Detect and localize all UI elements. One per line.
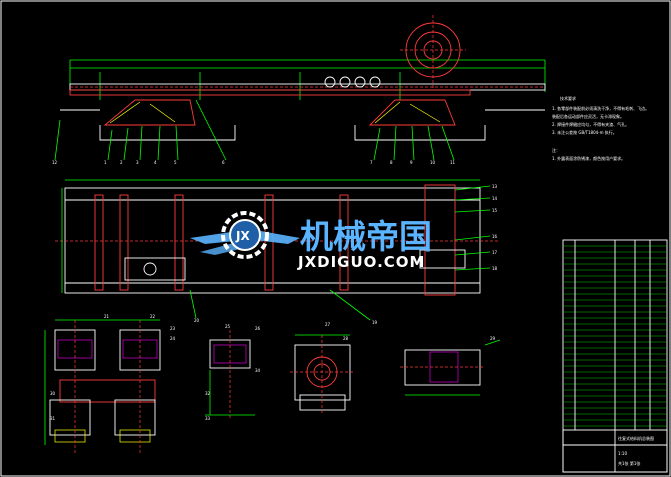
detail-view-c xyxy=(290,334,355,415)
part-callout-number: 34 xyxy=(255,368,261,373)
tech-notes-heading: 技术要求 xyxy=(560,95,576,101)
part-callout-number: 4 xyxy=(154,160,157,165)
part-callout-number: 1 xyxy=(104,160,107,165)
part-callout-number: 32 xyxy=(205,391,211,396)
part-callout-number: 18 xyxy=(492,266,498,271)
part-callout-number: 5 xyxy=(174,160,177,165)
tech-note-line: 2. 焊接件焊缝应均匀，不得有夹渣、气孔。 xyxy=(552,121,629,127)
part-callout-number: 27 xyxy=(325,322,331,327)
note-heading: 注： xyxy=(552,147,560,153)
part-callout-number: 16 xyxy=(492,234,498,239)
part-callout-number: 30 xyxy=(50,391,56,396)
tech-note-line: 3. 未注公差按 GB/T1804-m 执行。 xyxy=(552,129,617,135)
part-callout-number: 22 xyxy=(150,314,156,319)
part-callout-number: 14 xyxy=(492,196,498,201)
part-callout-number: 19 xyxy=(372,320,378,325)
tech-note-line: 装配后各运动部件应灵活，无卡滞现象。 xyxy=(552,113,624,119)
wing-right-icon xyxy=(255,230,300,244)
part-callout-number: 31 xyxy=(50,416,56,421)
part-callout-number: 3 xyxy=(136,160,139,165)
part-callout-number: 7 xyxy=(370,160,373,165)
part-callout-number: 21 xyxy=(104,314,110,319)
part-callout-number: 26 xyxy=(255,326,261,331)
detail-view-b xyxy=(205,330,255,420)
tech-note-line: 1. 各零部件装配前必须清洗干净，不得有毛刺、飞边。 xyxy=(552,105,649,111)
part-callout-number: 24 xyxy=(170,336,176,341)
parts-list xyxy=(562,239,668,473)
part-callout-number: 33 xyxy=(205,416,211,421)
logo-letters: JX xyxy=(235,229,250,243)
part-callout-number: 12 xyxy=(52,160,58,165)
part-callout-number: 29 xyxy=(490,336,496,341)
watermark-subtitle: JXDIGUO.COM xyxy=(297,253,425,271)
watermark-title: 机械帝国 xyxy=(300,217,432,256)
elevation-view xyxy=(54,15,546,161)
part-callout-number: 10 xyxy=(430,160,436,165)
drawing-scale: 1:10 xyxy=(618,451,627,456)
part-callout-number: 2 xyxy=(120,160,123,165)
title-block: 往复式给料机总装图 1:10 共1张 第1张 xyxy=(562,429,668,473)
note-line: 1. 外露表面涂防锈漆，颜色按用户要求。 xyxy=(552,155,625,161)
part-callout-number: 6 xyxy=(222,160,225,165)
part-callout-number: 8 xyxy=(390,160,393,165)
part-callout-number: 13 xyxy=(492,184,498,189)
part-callout-number: 25 xyxy=(225,324,231,329)
watermark: JX 机械帝国 JXDIGUO.COM xyxy=(190,211,432,271)
part-callout-number: 23 xyxy=(170,326,176,331)
detail-view-d xyxy=(400,339,501,396)
drawing-sheet: 共1张 第1张 xyxy=(618,460,640,466)
part-callout-number: 11 xyxy=(450,160,456,165)
detail-view-left xyxy=(44,319,161,455)
gear-logo-icon xyxy=(221,211,269,259)
part-callout-number: 17 xyxy=(492,250,498,255)
tech-requirements: 技术要求 1. 各零部件装配前必须清洗干净，不得有毛刺、飞边。 装配后各运动部件… xyxy=(552,95,649,161)
drawing-name: 往复式给料机总装图 xyxy=(618,435,654,441)
part-callout-number: 20 xyxy=(194,318,200,323)
part-callout-number: 28 xyxy=(343,336,349,341)
part-callout-number: 15 xyxy=(492,208,498,213)
part-callout-number: 9 xyxy=(410,160,413,165)
plan-view xyxy=(55,179,500,321)
